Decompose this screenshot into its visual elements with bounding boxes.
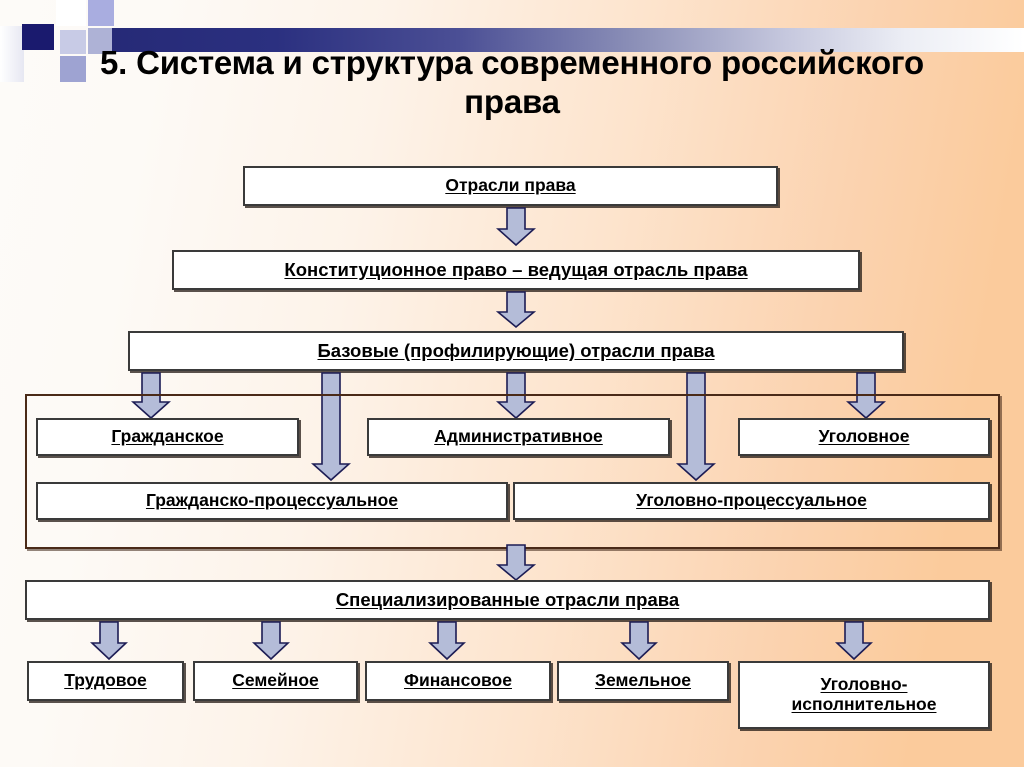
deco-square-lilac-low xyxy=(60,56,86,82)
box-ugolovno-ispolnitelnoe: Уголовно- исполнительное xyxy=(738,661,990,729)
deco-square-gradient xyxy=(0,26,24,82)
page-title: 5. Система и структура современного росс… xyxy=(100,44,924,120)
box-label: Трудовое xyxy=(64,670,147,691)
arrow-down-special-2 xyxy=(252,621,290,661)
deco-square-navy xyxy=(22,24,54,50)
arrow-down-level1-to-level2 xyxy=(496,207,536,247)
box-label: Административное xyxy=(434,426,603,447)
arrow-down-level2-to-level3 xyxy=(496,291,536,329)
box-ugolovno-processualnoe: Уголовно-процессуальное xyxy=(513,482,990,520)
deco-square-lilac-top xyxy=(88,0,114,26)
box-label: Земельное xyxy=(594,670,691,691)
header-decoration xyxy=(0,0,1024,90)
box-label: Финансовое xyxy=(404,670,512,691)
arrow-down-special-1 xyxy=(90,621,128,661)
box-label: Конституционное право – ведущая отрасль … xyxy=(284,258,748,280)
box-semeynoe: Семейное xyxy=(193,661,358,701)
box-trudovoe: Трудовое xyxy=(27,661,184,701)
box-finansovoe: Финансовое xyxy=(365,661,551,701)
arrow-down-special-5 xyxy=(835,621,873,661)
deco-square-lilac-mid xyxy=(88,28,114,54)
box-bazovye-otrasli: Базовые (профилирующие) отрасли права xyxy=(128,331,904,371)
arrow-down-group-to-special xyxy=(496,544,536,582)
box-label: Уголовное xyxy=(818,426,910,447)
box-label: Гражданское xyxy=(111,426,224,447)
deco-gradient-bar xyxy=(112,28,1024,52)
box-grazhdanskoe: Гражданское xyxy=(36,418,299,456)
box-label: Базовые (профилирующие) отрасли права xyxy=(317,339,715,361)
deco-square-white xyxy=(56,0,86,26)
arrow-down-special-4 xyxy=(620,621,658,661)
box-specializirovannye-otrasli: Специализированные отрасли права xyxy=(25,580,990,620)
arrow-down-special-3 xyxy=(428,621,466,661)
box-otrasli-prava: Отрасли права xyxy=(243,166,778,206)
arrow-down-base-2 xyxy=(311,372,351,482)
box-administrativnoe: Административное xyxy=(367,418,670,456)
box-konstitucionnoe-pravo: Конституционное право – ведущая отрасль … xyxy=(172,250,860,290)
box-label: Отрасли права xyxy=(445,175,576,196)
arrow-down-base-4 xyxy=(676,372,716,482)
box-ugolovnoe: Уголовное xyxy=(738,418,990,456)
deco-square-pale xyxy=(60,30,86,54)
box-label: Уголовно- исполнительное xyxy=(791,674,937,714)
box-zemelnoe: Земельное xyxy=(557,661,729,701)
box-label: Уголовно-процессуальное xyxy=(636,490,867,511)
box-label: Гражданско-процессуальное xyxy=(145,490,399,511)
box-grazhdansko-processualnoe: Гражданско-процессуальное xyxy=(36,482,508,520)
box-label: Специализированные отрасли права xyxy=(335,588,680,610)
box-label: Семейное xyxy=(232,670,319,691)
